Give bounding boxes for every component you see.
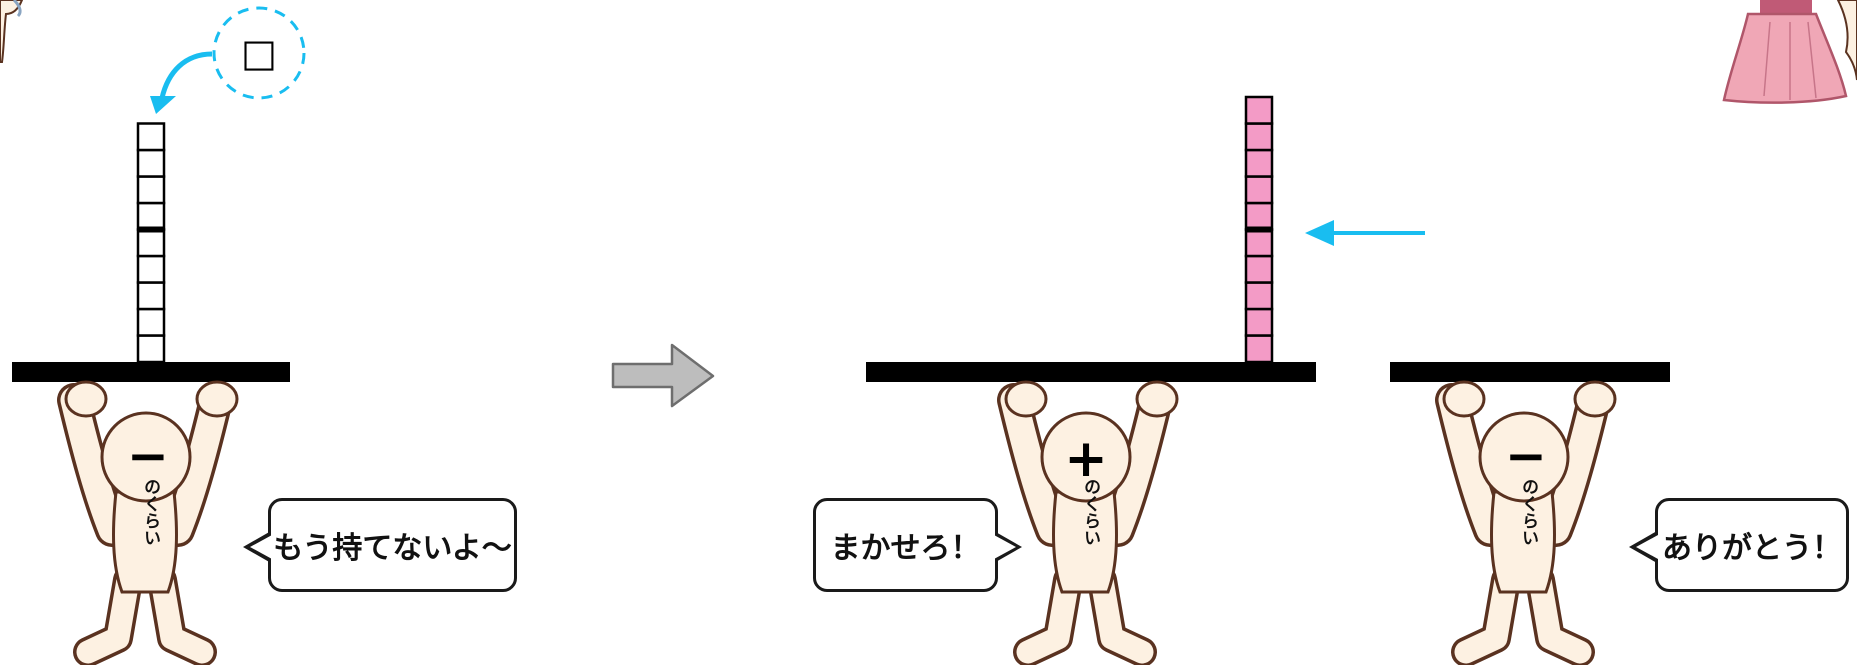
left-bubble-tail-inner [250, 535, 272, 559]
right-head-symbol: − [1505, 427, 1547, 485]
transition-arrow [611, 343, 715, 408]
callout-circle [212, 6, 306, 100]
right-bubble-tail-inner [1636, 535, 1658, 559]
left-bar [12, 362, 290, 382]
pointer-arrow [1305, 220, 1425, 246]
stack-block [136, 201, 166, 231]
callout-symbol: □ [241, 31, 277, 75]
stack-block [1244, 95, 1274, 125]
left-head-symbol: − [127, 427, 169, 485]
stack-block [1244, 307, 1274, 337]
left-stack [136, 122, 166, 364]
corner-figure-right [1722, 0, 1857, 104]
middle-character: + のくらい [1006, 382, 1177, 652]
stack-block [136, 228, 166, 258]
stack-block [1244, 254, 1274, 284]
stack-block [1244, 175, 1274, 205]
right-speech-bubble: ありがとう！ [1655, 498, 1849, 592]
right-group: − のくらい [1390, 362, 1670, 652]
right-speech-text: ありがとう！ [1662, 531, 1842, 566]
middle-bar [866, 362, 1316, 382]
stack-block [136, 122, 166, 152]
stack-block [136, 148, 166, 178]
right-character: − のくらい [1444, 382, 1615, 652]
middle-group: + のくらい [866, 95, 1316, 652]
left-body-label: のくらい [140, 478, 160, 546]
stack-block [136, 307, 166, 337]
right-bar [1390, 362, 1670, 382]
middle-speech-bubble: まかせろ！ [813, 498, 998, 592]
stack-block [1244, 334, 1274, 364]
middle-bubble-tail-inner [994, 535, 1016, 559]
middle-stack [1244, 95, 1274, 364]
stack-block [1244, 122, 1274, 152]
middle-speech-text: まかせろ！ [830, 531, 981, 566]
stack-block [1244, 148, 1274, 178]
corner-figure-left [0, 0, 24, 63]
stack-block [1244, 228, 1274, 258]
stack-block [1244, 201, 1274, 231]
callout-curved-arrow [159, 51, 213, 99]
right-body-label: のくらい [1518, 478, 1538, 546]
middle-head-symbol: + [1064, 429, 1108, 489]
callout-arrowhead [150, 96, 176, 114]
stack-block [136, 334, 166, 364]
middle-body-label: のくらい [1080, 478, 1100, 546]
left-character: − のくらい [66, 382, 237, 652]
left-speech-text: もう持てないよ〜 [273, 531, 512, 566]
stack-block [1244, 281, 1274, 311]
left-group: − のくらい [12, 122, 290, 653]
left-speech-bubble: もう持てないよ〜 [268, 498, 517, 592]
stack-block [136, 254, 166, 284]
stack-block [136, 175, 166, 205]
callout-group: □ [150, 6, 306, 114]
stack-block [136, 281, 166, 311]
